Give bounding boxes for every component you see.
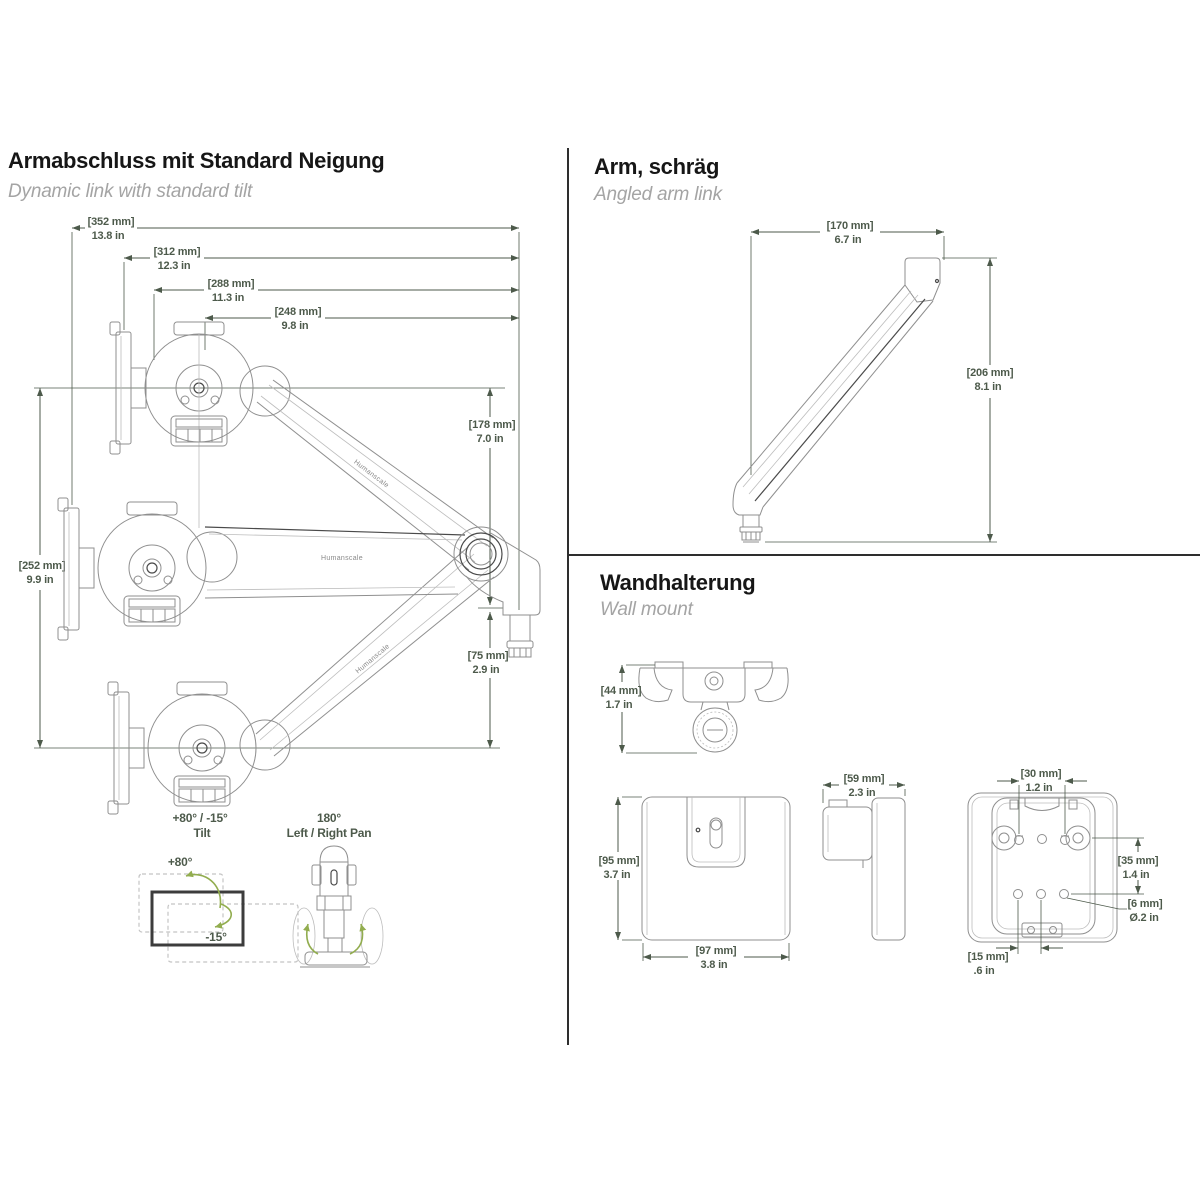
angled-arm-drawing: [170 mm] 6.7 in [206 mm] 8.1 in — [732, 220, 1014, 543]
monitor-head-bottom — [107, 681, 257, 815]
svg-text:7.0 in: 7.0 in — [477, 433, 504, 445]
svg-text:[248 mm]: [248 mm] — [275, 306, 322, 318]
dim-35mm: [35 mm] 1.4 in — [1071, 837, 1159, 895]
monitor-head-middle — [57, 497, 207, 641]
svg-text:13.8 in: 13.8 in — [92, 230, 125, 242]
svg-text:[30 mm]: [30 mm] — [1021, 768, 1062, 780]
svg-text:Humanscale: Humanscale — [355, 643, 392, 675]
section-subtitle-dynamic-link: Dynamic link with standard tilt — [8, 181, 253, 202]
svg-text:1.4 in: 1.4 in — [1123, 869, 1150, 881]
svg-text:[206 mm]: [206 mm] — [967, 367, 1014, 379]
dim-352mm: [352 mm] 13.8 in — [71, 216, 519, 505]
svg-text:[288 mm]: [288 mm] — [208, 278, 255, 290]
dim-252mm: [252 mm] 9.9 in — [19, 388, 66, 748]
angled-arm-body — [732, 257, 941, 516]
section-subtitle-angled-arm: Angled arm link — [594, 184, 722, 205]
horizontal-divider — [569, 554, 1200, 556]
dynamic-link-drawing: [352 mm] 13.8 in [312 mm] 12.3 in [288 m… — [19, 216, 541, 968]
pan-right-arrow-icon — [349, 923, 367, 955]
section-title-wall-mount: Wandhalterung — [600, 570, 756, 595]
dim-6mm: [6 mm] Ø.2 in — [1066, 897, 1163, 924]
wall-mount-front-view — [641, 796, 791, 941]
svg-text:+80°: +80° — [168, 855, 193, 869]
svg-text:[6 mm]: [6 mm] — [1128, 898, 1163, 910]
section-title-angled-arm: Arm, schräg — [594, 154, 720, 179]
monitor-head-top — [109, 321, 254, 528]
svg-text:[97 mm]: [97 mm] — [696, 945, 737, 957]
section-title-dynamic-link: Armabschluss mit Standard Neigung — [8, 148, 385, 173]
arm-lower-link: Humanscale — [239, 546, 495, 771]
dim-44mm: [44 mm] 1.7 in — [601, 664, 697, 754]
svg-text:180°: 180° — [317, 811, 341, 825]
svg-text:3.8 in: 3.8 in — [701, 959, 728, 971]
angled-arm-post — [739, 514, 763, 543]
svg-text:11.3 in: 11.3 in — [212, 292, 245, 304]
wall-mount-top-view — [638, 661, 789, 753]
svg-text:12.3 in: 12.3 in — [158, 260, 191, 272]
svg-text:1.2 in: 1.2 in — [1026, 782, 1053, 794]
svg-text:[75 mm]: [75 mm] — [468, 650, 509, 662]
svg-text:9.8 in: 9.8 in — [282, 320, 309, 332]
monitor-outline — [150, 890, 245, 947]
elbow-joint — [453, 526, 541, 616]
svg-text:[44 mm]: [44 mm] — [601, 685, 642, 697]
dim-312mm: [312 mm] 12.3 in — [123, 246, 519, 330]
svg-text:+80° / -15°: +80° / -15° — [172, 811, 228, 825]
svg-text:[15 mm]: [15 mm] — [968, 951, 1009, 963]
section-subtitle-wall-mount: Wall mount — [600, 599, 693, 620]
dim-288mm: [288 mm] 11.3 in — [153, 278, 519, 360]
wall-mount-side-view — [822, 797, 906, 941]
dim-178mm: [178 mm] 7.0 in — [469, 388, 516, 605]
dim-59mm: [59 mm] 2.3 in — [822, 773, 906, 803]
wall-mount-back-view — [967, 792, 1118, 943]
pan-diagram: 180° Left / Right Pan — [287, 811, 384, 968]
svg-text:Ø.2 in: Ø.2 in — [1129, 912, 1159, 924]
svg-text:8.1 in: 8.1 in — [975, 381, 1002, 393]
wall-mount-drawing: [44 mm] 1.7 in [95 mm] 3.7 in — [599, 661, 1163, 977]
tilt-up-arrow-icon — [185, 870, 222, 909]
svg-text:2.3 in: 2.3 in — [849, 787, 876, 799]
svg-text:[35 mm]: [35 mm] — [1118, 855, 1159, 867]
svg-text:6.7 in: 6.7 in — [835, 234, 862, 246]
svg-text:Left / Right Pan: Left / Right Pan — [287, 826, 372, 840]
svg-text:1.7 in: 1.7 in — [606, 699, 633, 711]
svg-text:[170 mm]: [170 mm] — [827, 220, 874, 232]
svg-text:[178 mm]: [178 mm] — [469, 419, 516, 431]
mount-post — [506, 614, 534, 658]
svg-text:[252 mm]: [252 mm] — [19, 560, 66, 572]
svg-text:-15°: -15° — [205, 930, 227, 944]
dim-95mm: [95 mm] 3.7 in — [599, 796, 642, 941]
svg-text:[312 mm]: [312 mm] — [154, 246, 201, 258]
vertical-divider — [567, 148, 569, 1045]
svg-text:2.9 in: 2.9 in — [473, 664, 500, 676]
dim-75mm: [75 mm] 2.9 in — [468, 612, 509, 748]
dim-15mm: [15 mm] .6 in — [968, 900, 1063, 977]
svg-text:[352 mm]: [352 mm] — [88, 216, 135, 228]
dim-206mm: [206 mm] 8.1 in — [765, 257, 1014, 543]
svg-text:[95 mm]: [95 mm] — [599, 855, 640, 867]
svg-text:Humanscale: Humanscale — [352, 459, 390, 490]
svg-text:9.9 in: 9.9 in — [27, 574, 54, 586]
tilt-diagram: +80° / -15° Tilt +80° -15° — [138, 811, 299, 963]
svg-text:Humanscale: Humanscale — [321, 555, 363, 562]
arm-middle-link: Humanscale — [186, 526, 466, 599]
svg-text:3.7 in: 3.7 in — [604, 869, 631, 881]
arm-upper-link: Humanscale — [239, 365, 494, 571]
dim-248mm: [248 mm] 9.8 in — [204, 232, 520, 610]
pan-left-arrow-icon — [303, 923, 319, 955]
svg-text:Tilt: Tilt — [194, 826, 211, 840]
dim-170mm: [170 mm] 6.7 in — [750, 220, 945, 475]
svg-text:.6 in: .6 in — [973, 965, 994, 977]
svg-text:[59 mm]: [59 mm] — [844, 773, 885, 785]
tilt-down-arrow-icon — [214, 903, 232, 929]
dim-30mm: [30 mm] 1.2 in — [997, 768, 1087, 834]
dim-97mm: [97 mm] 3.8 in — [642, 943, 790, 971]
